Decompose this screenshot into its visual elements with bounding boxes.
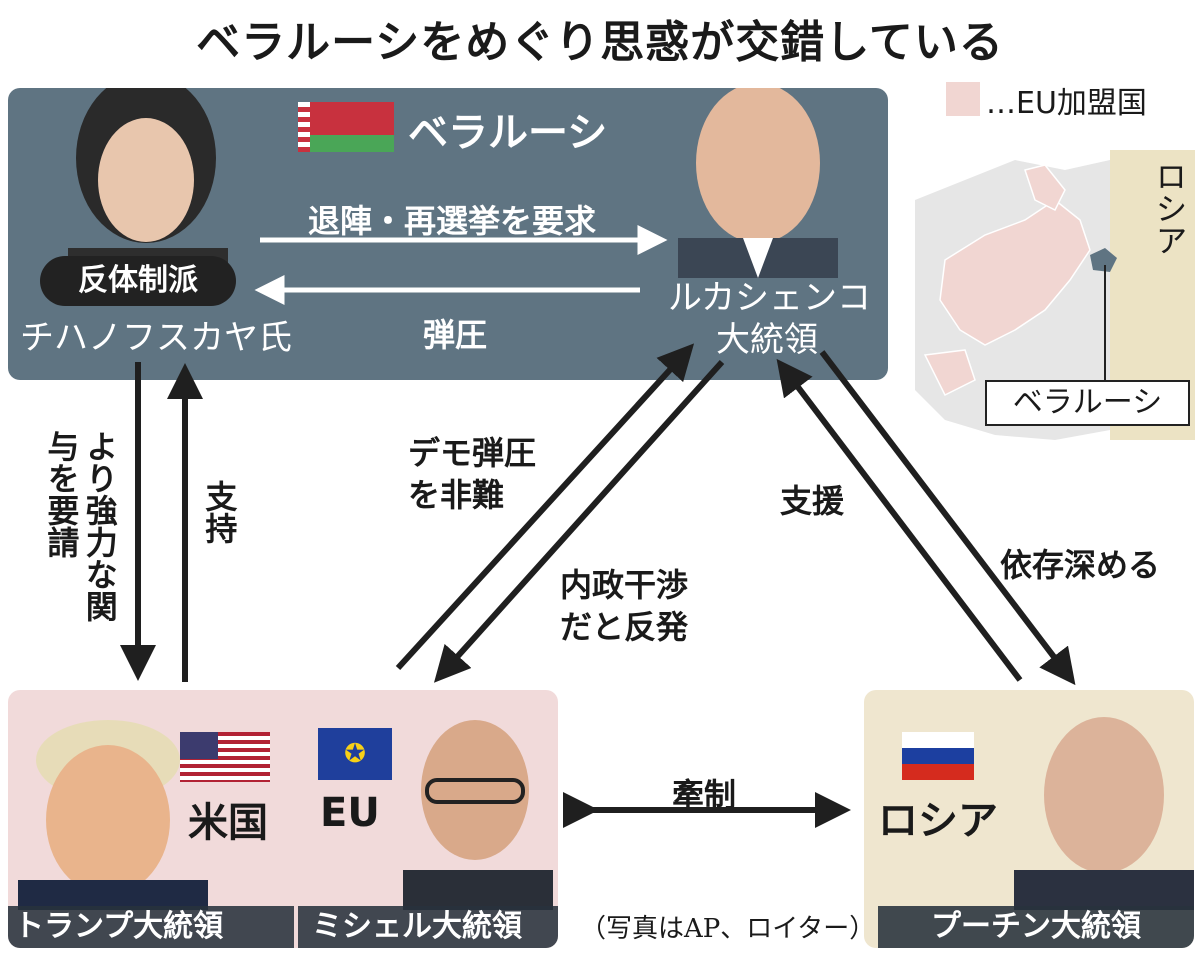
trump-caption: トランプ大統領	[8, 906, 294, 948]
page-title: ベラルーシをめぐり思惑が交錯している	[196, 17, 1004, 68]
photo-credit: （写真はAP、ロイター）	[580, 914, 876, 944]
label-demand: 退陣・再選挙を要求	[308, 202, 597, 240]
belarus-panel: ベラルーシ 反体制派 チハノフスカヤ氏 ルカシェンコ 大統領 退陣・再選挙を要求…	[8, 88, 888, 380]
label-eu-criticize-1: デモ弾圧	[408, 434, 537, 472]
russia-label: ロシア	[878, 798, 998, 844]
eu-flag: ✪	[318, 728, 392, 780]
us-eu-panel: 米国 ✪ EU トランプ大統領 ミシェル大統領	[8, 690, 558, 948]
label-us-request: より強力な関与を要請	[42, 430, 119, 622]
tsikhanouskaya-photo	[28, 88, 258, 268]
label-suppress: 弾圧	[423, 316, 488, 354]
president-name-line2: 大統領	[716, 320, 818, 360]
label-backlash-2: だと反発	[560, 608, 689, 646]
legend-text: …EU加盟国	[986, 86, 1147, 121]
belarus-flag	[298, 102, 394, 152]
label-backlash-1: 内政干渉	[560, 566, 689, 604]
legend-swatch	[946, 82, 980, 116]
us-flag	[180, 732, 270, 782]
europe-map: ロシア ベラルーシ	[905, 140, 1195, 440]
president-name-line1: ルカシェンコ	[668, 278, 871, 318]
lukashenko-photo	[658, 88, 858, 278]
label-support: 支持	[200, 480, 239, 544]
map-russia-label: ロシア	[1150, 160, 1189, 256]
label-eu-criticize-2: を非難	[408, 476, 505, 514]
russia-panel: ロシア プーチン大統領	[864, 690, 1194, 948]
label-dependence: 依存深める	[1000, 546, 1161, 584]
russia-flag	[902, 732, 974, 780]
label-checks: 牽制	[672, 776, 737, 814]
legend: …EU加盟国	[946, 76, 1196, 121]
putin-caption: プーチン大統領	[878, 906, 1194, 948]
opposition-badge: 反体制派	[40, 256, 236, 306]
map-belarus-text: ベラルーシ	[1012, 385, 1163, 420]
label-aid: 支援	[780, 482, 845, 520]
michel-photo	[403, 710, 553, 910]
map-belarus-label: ベラルーシ	[985, 380, 1190, 426]
trump-photo	[18, 710, 208, 910]
us-label: 米国	[188, 800, 268, 846]
michel-caption: ミシェル大統領	[298, 906, 558, 948]
eu-stars-icon: ✪	[344, 739, 366, 769]
putin-photo	[1004, 700, 1194, 910]
opposition-name: チハノフスカヤ氏	[20, 318, 292, 358]
belarus-header: ベラルーシ	[408, 110, 608, 156]
eu-label: EU	[320, 790, 380, 836]
